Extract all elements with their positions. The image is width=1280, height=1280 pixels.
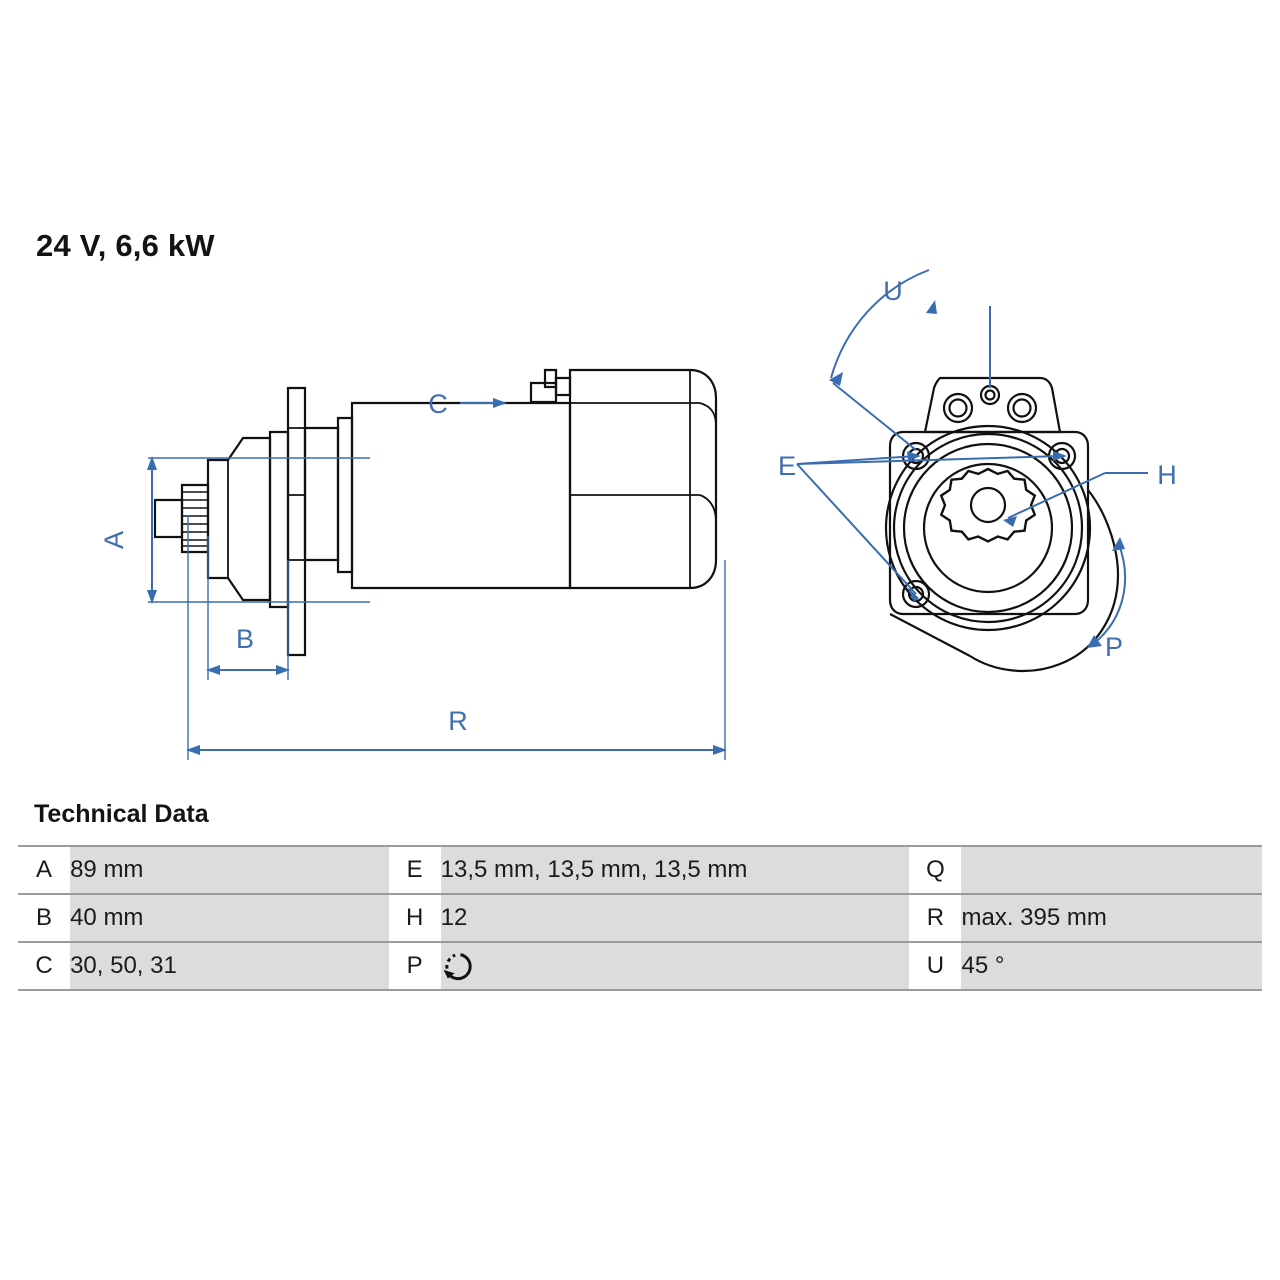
table-row: A 89 mm E 13,5 mm, 13,5 mm, 13,5 mm Q — [18, 845, 1262, 894]
flange-neck — [303, 426, 340, 562]
drive-housing-outline — [969, 489, 1120, 673]
terminal-small-upper — [554, 376, 572, 397]
row-key-A: A — [18, 845, 71, 894]
row-key-B: B — [18, 893, 71, 942]
dimension-label-U: U — [883, 276, 903, 306]
terminal-hole-right-outer — [1006, 392, 1038, 424]
side-view-dimensions — [147, 398, 727, 760]
row-value-B: 40 mm — [70, 893, 389, 942]
row-key-Q: Q — [909, 845, 962, 894]
row-key-E: E — [388, 845, 441, 894]
bore-circle-2 — [892, 432, 1084, 624]
dimension-label-C: C — [428, 389, 448, 419]
front-view-drawing — [884, 376, 1120, 673]
terminal-block-main — [529, 381, 558, 404]
technical-data-heading: Technical Data — [34, 800, 209, 828]
motor-yoke — [350, 401, 572, 590]
row-value-U: 45 ° — [961, 941, 1262, 991]
drive-housing-bottom-edge — [889, 613, 971, 657]
drive-clutch-body — [206, 436, 272, 602]
table-row: C 30, 50, 31 P U 45 ° — [18, 941, 1262, 991]
dimension-label-E: E — [778, 451, 796, 481]
row-value-H: 12 — [440, 893, 910, 942]
row-value-P — [440, 941, 910, 991]
row-value-E: 13,5 mm, 13,5 mm, 13,5 mm — [440, 845, 910, 894]
row-key-R: R — [909, 893, 962, 942]
pinion-gear-teeth — [939, 467, 1037, 543]
terminal-hole-left-outer — [942, 392, 974, 424]
technical-data-table: A 89 mm E 13,5 mm, 13,5 mm, 13,5 mm Q B … — [18, 845, 1262, 991]
bore-circle-3 — [902, 442, 1074, 614]
front-mounting-flange — [888, 430, 1090, 616]
dimension-label-H: H — [1157, 460, 1177, 490]
row-value-R: max. 395 mm — [961, 893, 1262, 942]
dimension-label-A: A — [99, 531, 129, 549]
bore-circle-4 — [922, 462, 1054, 594]
terminal-hole-left-inner — [948, 398, 968, 418]
row-key-U: U — [909, 941, 962, 991]
row-value-Q — [961, 845, 1262, 894]
terminal-hole-center-inner — [984, 389, 996, 401]
row-value-C: 30, 50, 31 — [70, 941, 389, 991]
terminal-hole-right-inner — [1012, 398, 1032, 418]
dimension-label-R: R — [448, 706, 468, 736]
front-view-dimensions — [796, 269, 1148, 648]
dimension-label-B: B — [236, 624, 254, 654]
row-value-A: 89 mm — [70, 845, 389, 894]
row-key-C: C — [18, 941, 71, 991]
table-row: B 40 mm H 12 R max. 395 mm — [18, 893, 1262, 942]
bore-circle-1 — [884, 424, 1092, 632]
dimension-label-P: P — [1105, 632, 1123, 662]
rotation-ccw-icon — [441, 949, 475, 983]
pinion-gear-body — [180, 483, 210, 554]
terminal-hole-center-outer — [979, 384, 1001, 406]
terminal-stud-upper — [543, 368, 558, 389]
page-title: 24 V, 6,6 kW — [36, 228, 215, 263]
housing-lip — [336, 416, 354, 574]
row-key-H: H — [388, 893, 441, 942]
pinion-center-bore — [969, 486, 1007, 524]
technical-drawing: A B R C — [0, 260, 1280, 790]
row-key-P: P — [388, 941, 441, 991]
commutator-end-cap — [568, 368, 718, 590]
mounting-hole-bottom-left-outer — [901, 579, 931, 609]
pinion-shaft-tip — [153, 498, 184, 539]
